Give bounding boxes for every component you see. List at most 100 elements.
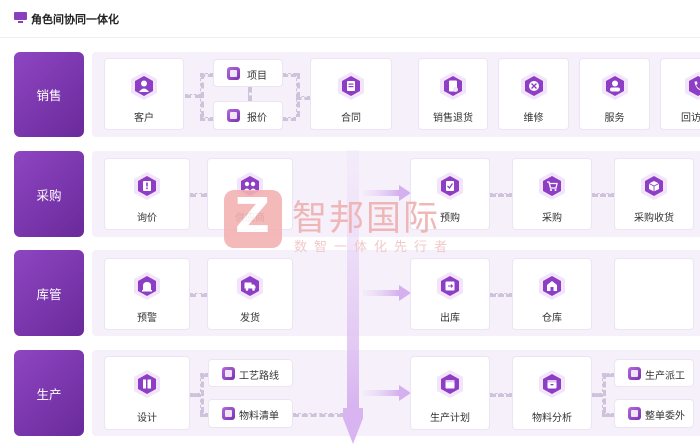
connector [200, 73, 204, 117]
inquiry-icon [134, 172, 160, 200]
connector [592, 193, 614, 197]
warehouse-icon [539, 272, 565, 300]
card-repair[interactable]: 维修 [498, 58, 569, 130]
connector [490, 293, 512, 297]
card-label: 合同 [341, 113, 361, 124]
design-icon [134, 370, 160, 398]
card-label: 预购 [440, 213, 460, 224]
mini-card-outsource[interactable]: 整单委外 [614, 399, 694, 428]
wrench-icon [520, 72, 547, 100]
page-title: 角色间协同一体化 [31, 13, 119, 26]
card-label: 预警 [137, 313, 157, 324]
mini-label: 生产派工 [645, 371, 685, 382]
person-icon [131, 72, 157, 100]
return-document-icon [440, 72, 466, 100]
card-ship[interactable]: 发货 [207, 258, 293, 330]
mini-label: 项目 [247, 71, 267, 82]
outsource-icon [628, 407, 641, 420]
card-label: 采购收货 [634, 213, 674, 224]
card-label: 服务 [604, 113, 625, 124]
connector [592, 393, 602, 397]
card-supplier[interactable]: 供应商 [207, 158, 293, 230]
card-label: 维修 [523, 113, 544, 124]
package-icon [641, 172, 667, 200]
shopping-cart-icon [539, 172, 565, 200]
flow-arrow-icon [363, 185, 411, 201]
card-customer[interactable]: 客户 [104, 58, 184, 130]
connector [190, 393, 200, 397]
card-storage[interactable]: 仓库 [512, 258, 592, 330]
prepay-document-icon [437, 172, 463, 200]
connector [200, 373, 204, 413]
connector [190, 193, 207, 197]
card-label: 询价 [137, 213, 157, 224]
mini-card-project[interactable]: 项目 [213, 59, 283, 87]
connector [200, 73, 213, 77]
card-label: 客户 [134, 113, 154, 124]
row-label-sales[interactable]: 销售 [14, 52, 84, 137]
card-material-analysis[interactable]: 物料分析 [512, 356, 592, 430]
card-production-plan[interactable]: 生产计划 [410, 356, 490, 430]
connector [490, 393, 512, 397]
row-label-production[interactable]: 生产 [14, 350, 84, 436]
connector [602, 373, 606, 413]
card-label: 销售退货 [433, 113, 473, 124]
contract-icon [338, 72, 364, 100]
card-label: 生产计划 [430, 413, 470, 424]
service-person-icon [601, 72, 628, 100]
outbound-icon [437, 272, 463, 300]
card-label: 出库 [440, 313, 460, 324]
calendar-icon [437, 370, 463, 398]
box-analysis-icon [539, 370, 565, 398]
mini-card-bom[interactable]: 物料清单 [208, 399, 293, 428]
connector [248, 87, 252, 101]
card-service[interactable]: 服务 [579, 58, 650, 130]
card-purchase[interactable]: 采购 [512, 158, 592, 230]
card-purchase-receipt[interactable]: 采购收货 [614, 158, 694, 230]
connector [293, 413, 343, 417]
card-sales-returns[interactable]: 销售退货 [418, 58, 488, 130]
card-empty [614, 258, 694, 330]
connector [296, 73, 300, 117]
card-inquiry[interactable]: 询价 [104, 158, 190, 230]
page-header: 角色间协同一体化 [0, 0, 700, 38]
connector [602, 373, 614, 377]
card-label: 供应商 [235, 213, 265, 224]
mini-card-routing[interactable]: 工艺路线 [208, 359, 293, 387]
row-label-warehouse[interactable]: 库管 [14, 250, 84, 336]
alarm-icon [134, 272, 160, 300]
project-icon [227, 67, 240, 80]
connector [200, 117, 213, 121]
mini-label: 工艺路线 [239, 371, 279, 382]
connector [283, 117, 296, 121]
mini-card-dispatch[interactable]: 生产派工 [614, 359, 694, 387]
bom-icon [222, 407, 235, 420]
connector [190, 293, 207, 297]
routing-icon [222, 367, 235, 380]
card-design[interactable]: 设计 [104, 356, 190, 430]
connector [283, 73, 296, 77]
mini-label: 物料清单 [239, 411, 279, 422]
card-label: 设计 [137, 413, 157, 424]
quote-icon [227, 109, 240, 122]
row-label-purchase[interactable]: 采购 [14, 151, 84, 237]
group-icon [237, 172, 263, 200]
connector [296, 96, 310, 100]
card-outbound[interactable]: 出库 [410, 258, 490, 330]
connector [185, 94, 201, 98]
card-prepay[interactable]: 预购 [410, 158, 490, 230]
monitor-icon [14, 12, 27, 23]
card-visit[interactable]: 回访 [660, 58, 700, 130]
card-contract[interactable]: 合同 [310, 58, 392, 130]
card-alert[interactable]: 预警 [104, 258, 190, 330]
flow-arrow-icon [363, 285, 411, 301]
mini-label: 整单委外 [645, 411, 685, 422]
connector [200, 373, 208, 377]
connector [490, 193, 512, 197]
phone-icon [685, 72, 700, 100]
mini-card-quote[interactable]: 报价 [213, 101, 283, 130]
mini-label: 报价 [247, 113, 267, 124]
card-label: 物料分析 [532, 413, 572, 424]
card-label: 仓库 [542, 313, 562, 324]
flow-arrow-icon [363, 385, 411, 401]
